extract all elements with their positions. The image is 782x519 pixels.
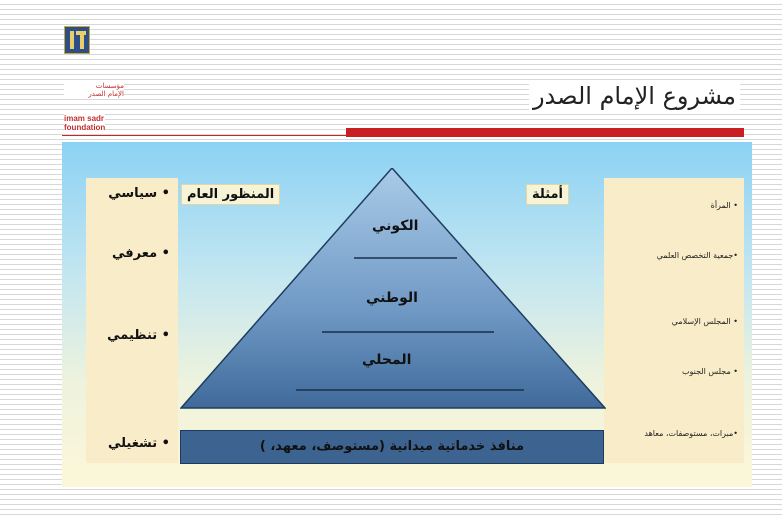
- org-name-ar-line1: مؤسسات: [95, 82, 124, 90]
- header-examples: أمثلة: [526, 184, 570, 205]
- header-thin-rule: [62, 135, 346, 136]
- pyramid: [180, 168, 606, 409]
- examples-box: [604, 178, 744, 463]
- org-name-ar-line2: الإمام الصدر: [88, 90, 124, 98]
- org-name-en-line1: imam sadr: [64, 114, 105, 123]
- logo-icon: [64, 26, 90, 54]
- header-general-perspective: المنظور العام: [181, 184, 281, 205]
- left-labels-box: [86, 178, 178, 463]
- pyramid-level-national: الوطني: [366, 290, 418, 306]
- left-label-operational: • تشغيلي: [107, 436, 170, 451]
- slide-title: مشروع الإمام الصدر: [528, 82, 740, 110]
- left-label-knowledge: • معرفي: [112, 246, 170, 261]
- header-red-bar: [346, 128, 744, 137]
- org-name-english: imam sadr foundation: [64, 114, 106, 132]
- pyramid-shape: [180, 168, 606, 409]
- example-south-council: • مجلس الجنوب: [681, 367, 738, 376]
- example-islamic-council: • المجلس الإسلامي: [671, 317, 738, 326]
- example-women: • المرأة: [710, 201, 738, 210]
- org-name-en-line2: foundation: [64, 123, 106, 132]
- pyramid-level-local: المحلي: [362, 352, 412, 368]
- example-scientific-association: •جمعية التخصص العلمي: [656, 251, 738, 260]
- org-name-arabic: مؤسسات الإمام الصدر: [64, 82, 124, 98]
- left-label-organizational: • تنظيمي: [107, 328, 170, 343]
- example-facilities: •مبرات، مستوصفات، معاهد: [644, 429, 738, 438]
- field-services-bar: منافذ خدماتية ميدانية (مستوصف، معهد، ): [180, 430, 604, 464]
- left-label-political: • سياسي: [108, 186, 170, 201]
- pyramid-level-global: الكوني: [372, 218, 419, 234]
- field-services-label: منافذ خدماتية ميدانية (مستوصف، معهد، ): [259, 439, 525, 454]
